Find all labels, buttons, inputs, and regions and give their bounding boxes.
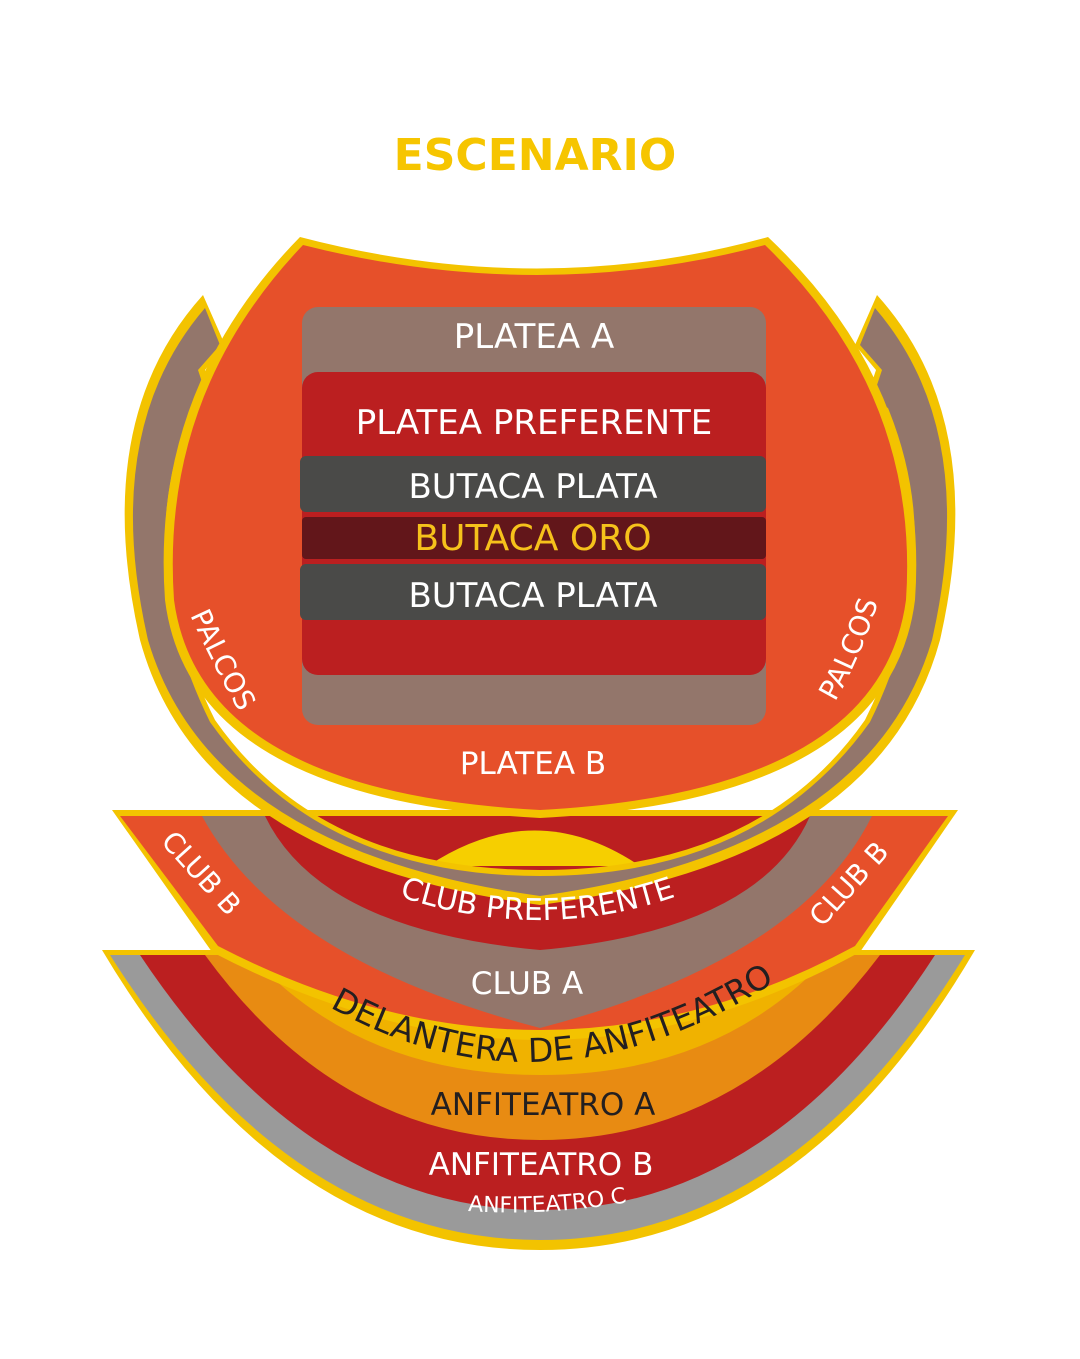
label-platea-b: PLATEA B bbox=[460, 746, 606, 782]
center-dome bbox=[428, 830, 640, 866]
section-butaca-oro[interactable] bbox=[302, 517, 766, 559]
label-anfiteatro-a: ANFITEATRO A bbox=[431, 1087, 656, 1123]
label-butaca-oro: BUTACA ORO bbox=[414, 518, 651, 559]
stage-label: ESCENARIO bbox=[394, 130, 677, 181]
label-platea-a: PLATEA A bbox=[454, 317, 614, 357]
platea-zone bbox=[163, 237, 917, 818]
label-platea-preferente: PLATEA PREFERENTE bbox=[356, 403, 713, 443]
section-butaca-plata-1[interactable] bbox=[300, 456, 766, 512]
label-anfiteatro-b: ANFITEATRO B bbox=[429, 1147, 654, 1183]
section-butaca-plata-2[interactable] bbox=[300, 564, 766, 620]
palcos-zone bbox=[124, 295, 956, 905]
label-butaca-plata-2: BUTACA PLATA bbox=[408, 576, 657, 616]
label-club-a: CLUB A bbox=[471, 966, 583, 1002]
label-butaca-plata-1: BUTACA PLATA bbox=[408, 467, 657, 507]
